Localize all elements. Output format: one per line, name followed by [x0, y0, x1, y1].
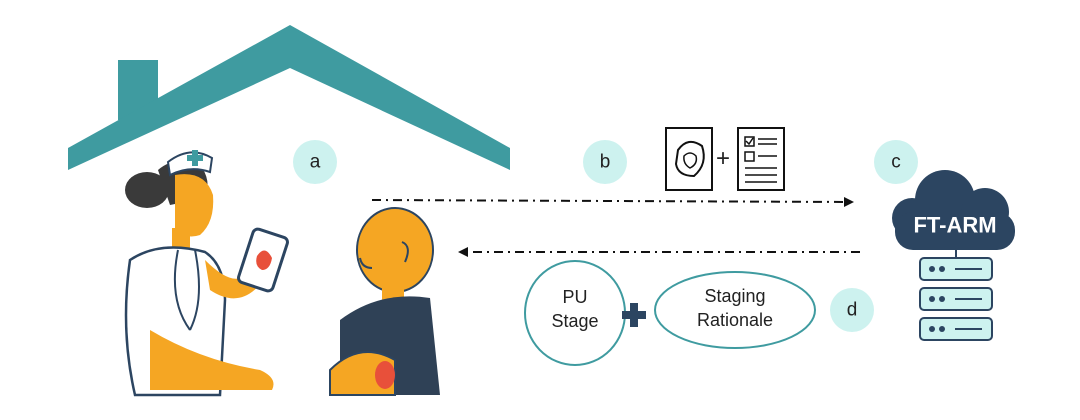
rationale-line1: Staging — [704, 286, 765, 306]
badge-b-label: b — [600, 152, 611, 173]
wound-image-icon — [665, 127, 713, 191]
plus-sign: + — [716, 145, 730, 172]
phone-icon — [237, 227, 289, 293]
checklist-form-icon — [737, 127, 785, 191]
rationale-line2: Rationale — [697, 310, 773, 330]
combine-cross-icon — [622, 303, 646, 327]
badge-a-label: a — [310, 152, 321, 173]
badge-c-label: c — [891, 152, 901, 173]
badge-d-label: d — [847, 300, 858, 321]
cloud-label: FT-ARM — [913, 213, 996, 238]
badge-d: d — [830, 288, 874, 332]
nurse-illustration — [124, 150, 274, 397]
server-stack-icon — [919, 250, 993, 341]
badge-a: a — [293, 140, 337, 184]
staging-rationale-oval: Staging Rationale — [654, 271, 816, 349]
pu-stage-line1: PU — [562, 287, 587, 307]
wound-mark — [375, 361, 395, 389]
patient-illustration — [329, 207, 440, 396]
roof-shape — [68, 25, 510, 170]
arrow-to-cloud — [371, 196, 854, 207]
house-roof — [68, 25, 510, 170]
pu-stage-line2: Stage — [551, 311, 598, 331]
badge-b: b — [583, 140, 627, 184]
cloud-icon: FT-ARM — [892, 170, 1015, 250]
pu-stage-oval: PU Stage — [524, 260, 626, 366]
badge-c: c — [874, 140, 918, 184]
nurse-cap-cross-icon — [187, 150, 203, 166]
